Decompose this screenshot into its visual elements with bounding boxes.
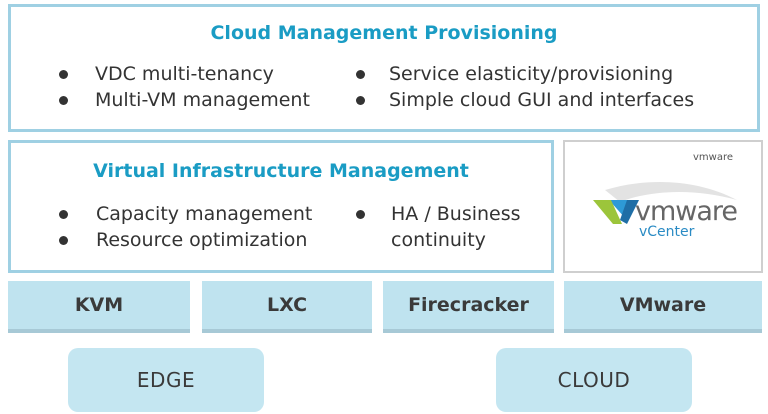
- cloud-item-4: Simple cloud GUI and interfaces: [389, 89, 695, 111]
- vim-item-1: Capacity management: [96, 203, 313, 225]
- cloud-management-box: Cloud Management Provisioning VDC multi-…: [8, 4, 760, 132]
- hypervisor-lxc: LXC: [202, 281, 372, 333]
- bullet-dot: [356, 210, 365, 219]
- bullet-dot: [356, 70, 365, 79]
- cloud-management-title: Cloud Management Provisioning: [210, 22, 558, 44]
- vmware-small-wordmark: vmware: [693, 152, 734, 163]
- virtual-infrastructure-box: Virtual Infrastructure Management Capaci…: [8, 140, 554, 273]
- vmware-vcenter-logo: vmware vmware vCenter: [563, 140, 763, 273]
- vcenter-label: vCenter: [639, 224, 695, 240]
- virtual-infrastructure-title: Virtual Infrastructure Management: [93, 160, 469, 182]
- hypervisor-kvm: KVM: [8, 281, 190, 333]
- bullet-dot: [59, 96, 68, 105]
- vcenter-swoosh-icon: [593, 181, 737, 224]
- bullet-dot: [356, 96, 365, 105]
- vim-item-2: Resource optimization: [96, 229, 308, 251]
- hypervisor-vmware: VMware: [564, 281, 762, 333]
- vim-item-3: HA / Business: [391, 203, 521, 225]
- cloud-item-2: Multi-VM management: [95, 89, 310, 111]
- bullet-dot: [59, 236, 68, 245]
- vim-item-3-cont: continuity: [391, 229, 486, 251]
- cloud-box: CLOUD: [496, 348, 692, 412]
- bullet-dot: [59, 70, 68, 79]
- cloud-item-1: VDC multi-tenancy: [95, 63, 274, 85]
- cloud-item-3: Service elasticity/provisioning: [389, 63, 674, 85]
- vmware-wordmark: vmware: [635, 196, 738, 227]
- hypervisor-firecracker: Firecracker: [383, 281, 554, 333]
- edge-box: EDGE: [68, 348, 264, 412]
- bullet-dot: [59, 210, 68, 219]
